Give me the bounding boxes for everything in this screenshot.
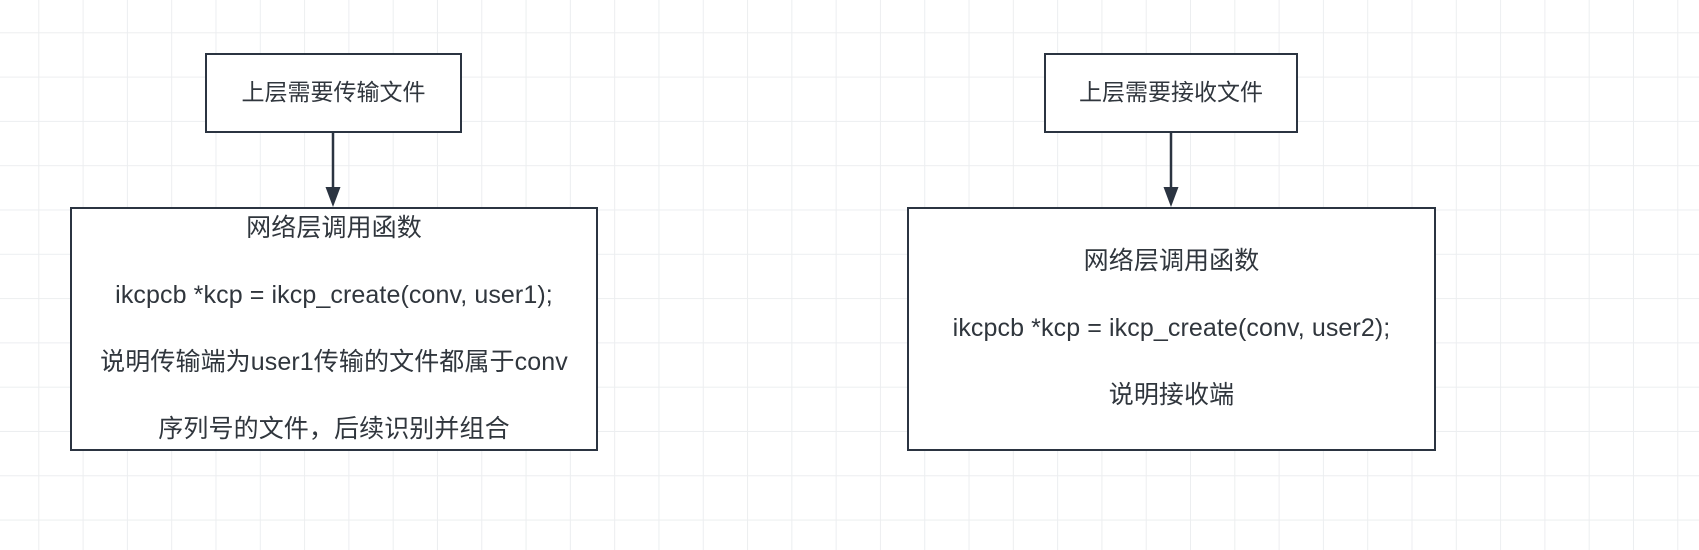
node-main-left-line-3: 说明传输端为user1传输的文件都属于conv <box>100 347 568 376</box>
connector-right-arrow <box>1156 133 1186 209</box>
node-main-left-sender-create[interactable]: 网络层调用函数 ikcpcb *kcp = ikcp_create(conv, … <box>70 207 598 451</box>
connector-left-arrow <box>318 133 348 209</box>
node-top-right-receiver-request[interactable]: 上层需要接收文件 <box>1044 53 1298 133</box>
arrow-down-icon <box>325 133 341 207</box>
node-top-left-sender-request[interactable]: 上层需要传输文件 <box>205 53 462 133</box>
node-top-right-label: 上层需要接收文件 <box>1079 79 1263 106</box>
node-main-left-line-4: 序列号的文件，后续识别并组合 <box>158 414 510 443</box>
node-main-left-line-1: 网络层调用函数 <box>246 213 422 242</box>
node-main-right-line-1: 网络层调用函数 <box>1083 247 1260 276</box>
node-top-left-label: 上层需要传输文件 <box>241 79 426 106</box>
node-main-left-text-block: 网络层调用函数 ikcpcb *kcp = ikcp_create(conv, … <box>100 178 568 480</box>
node-main-right-line-3: 说明接收端 <box>1108 381 1235 410</box>
node-main-right-line-2: ikcpcb *kcp = ikcp_create(conv, user2); <box>952 314 1391 343</box>
node-main-left-line-2: ikcpcb *kcp = ikcp_create(conv, user1); <box>115 280 553 309</box>
arrow-down-icon <box>1163 133 1179 207</box>
node-main-right-receiver-create[interactable]: 网络层调用函数 ikcpcb *kcp = ikcp_create(conv, … <box>907 207 1436 451</box>
node-main-right-text-block: 网络层调用函数 ikcpcb *kcp = ikcp_create(conv, … <box>953 212 1391 447</box>
